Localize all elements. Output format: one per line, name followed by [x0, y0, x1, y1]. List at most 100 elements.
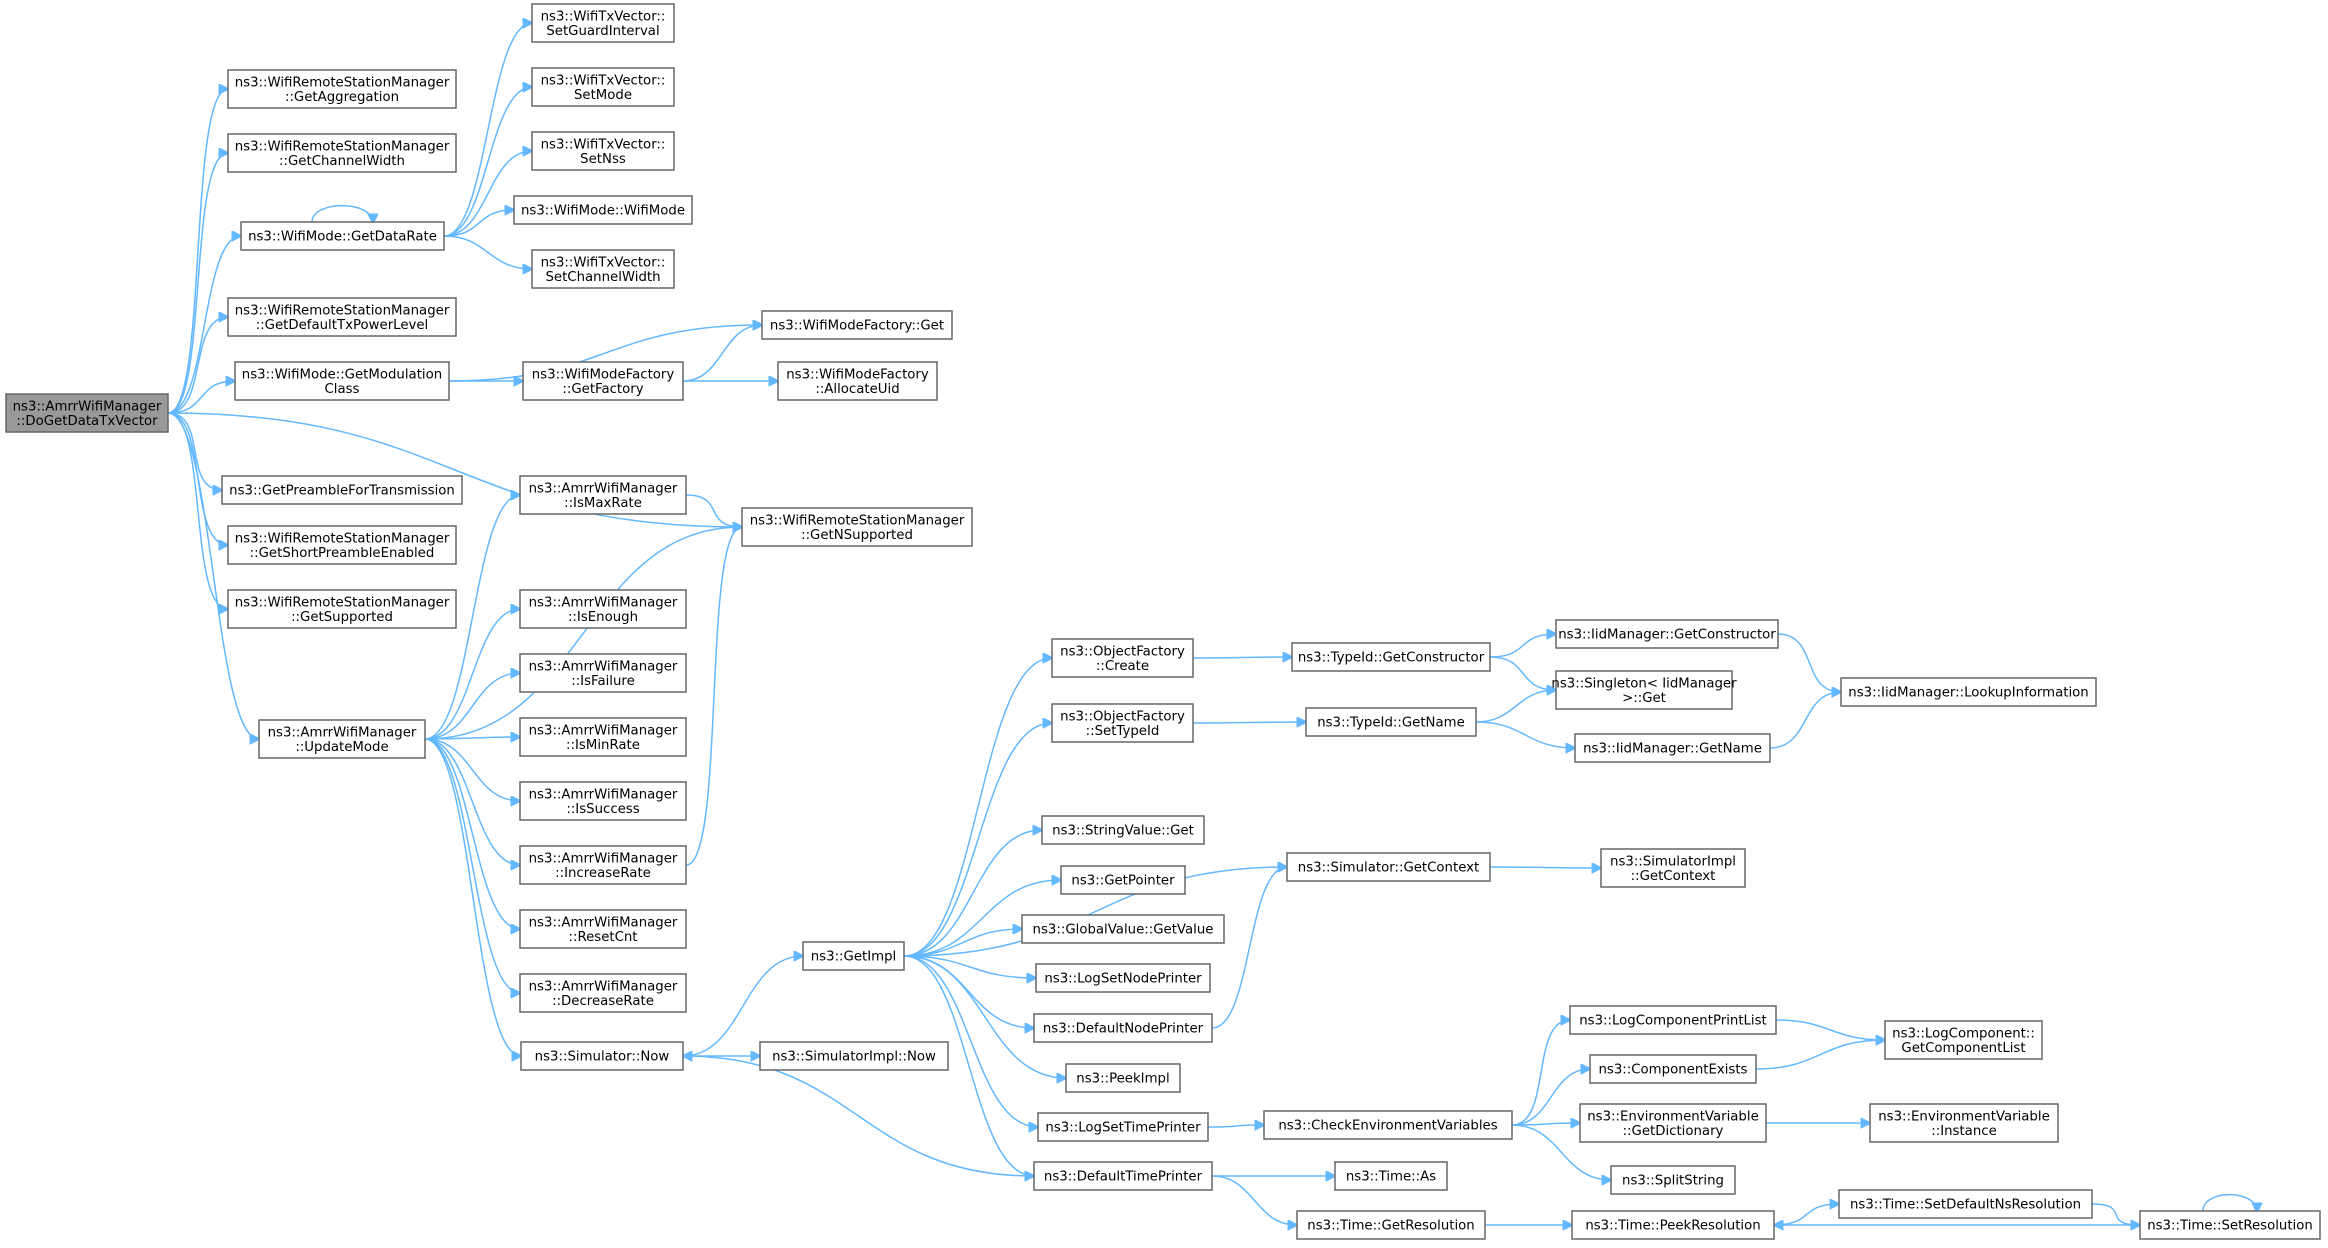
- node-isMinRate[interactable]: ns3::AmrrWifiManager::IsMinRate: [519, 717, 687, 757]
- node-label: ns3::Simulator::Now: [535, 1050, 670, 1065]
- node-wifiMode[interactable]: ns3::WifiMode::WifiMode: [513, 195, 693, 225]
- node-splitString[interactable]: ns3::SplitString: [1610, 1165, 1736, 1195]
- node-box: [1286, 852, 1491, 882]
- node-timeAs[interactable]: ns3::Time::As: [1334, 1161, 1448, 1191]
- node-label: ns3::SimulatorImpl: [1610, 854, 1736, 869]
- node-singletonGet[interactable]: ns3::Singleton< IidManager >::Get: [1551, 670, 1737, 710]
- node-setNss[interactable]: ns3::WifiTxVector::SetNss: [531, 131, 675, 171]
- edge-root-to-getModulationClass: [167, 381, 235, 414]
- node-label: ns3::Time::As: [1346, 1170, 1436, 1185]
- node-getNSupported[interactable]: ns3::WifiRemoteStationManager::GetNSuppo…: [741, 507, 973, 547]
- node-setGuardInterval[interactable]: ns3::WifiTxVector::SetGuardInterval: [531, 3, 675, 43]
- node-wmfGet[interactable]: ns3::WifiModeFactory::Get: [761, 310, 953, 340]
- node-timeSetResolution[interactable]: ns3::Time::SetResolution: [2139, 1210, 2321, 1240]
- node-label: ::GetDefaultTxPowerLevel: [256, 318, 429, 333]
- node-label: ns3::WifiRemoteStationManager: [235, 75, 450, 90]
- node-logSetTimePrinter[interactable]: ns3::LogSetTimePrinter: [1037, 1112, 1209, 1142]
- node-stringValueGet[interactable]: ns3::StringValue::Get: [1041, 815, 1205, 845]
- node-logComponentPrintList[interactable]: ns3::LogComponentPrintList: [1569, 1005, 1777, 1035]
- node-decreaseRate[interactable]: ns3::AmrrWifiManager::DecreaseRate: [519, 973, 687, 1013]
- node-typeIdGetConstructor[interactable]: ns3::TypeId::GetConstructor: [1291, 642, 1491, 672]
- node-defaultNodePrinter[interactable]: ns3::DefaultNodePrinter: [1033, 1013, 1213, 1043]
- node-box: [5, 393, 169, 433]
- node-ofSetTypeId[interactable]: ns3::ObjectFactory::SetTypeId: [1051, 703, 1194, 743]
- node-label: ns3::EnvironmentVariable: [1587, 1109, 1759, 1124]
- node-increaseRate[interactable]: ns3::AmrrWifiManager::IncreaseRate: [519, 845, 687, 885]
- node-globalValueGet[interactable]: ns3::GlobalValue::GetValue: [1021, 914, 1225, 944]
- node-box: [1884, 1020, 2043, 1060]
- node-envVarInstance[interactable]: ns3::EnvironmentVariable::Instance: [1869, 1103, 2059, 1143]
- node-box: [1838, 1189, 2093, 1219]
- node-logComponentGetList[interactable]: ns3::LogComponent::GetComponentList: [1884, 1020, 2043, 1060]
- node-isSuccess[interactable]: ns3::AmrrWifiManager::IsSuccess: [519, 781, 687, 821]
- node-label: ::SetTypeId: [1086, 724, 1160, 739]
- node-label: ns3::WifiRemoteStationManager: [235, 139, 450, 154]
- edge-updateMode-to-isSuccess: [424, 738, 520, 801]
- node-resetCnt[interactable]: ns3::AmrrWifiManager::ResetCnt: [519, 909, 687, 949]
- node-label: ::DoGetDataTxVector: [16, 414, 158, 429]
- node-setMode[interactable]: ns3::WifiTxVector::SetMode: [531, 67, 675, 107]
- node-getPointer[interactable]: ns3::GetPointer: [1060, 865, 1186, 895]
- node-peekImpl[interactable]: ns3::PeekImpl: [1065, 1063, 1181, 1093]
- node-getDataRate[interactable]: ns3::WifiMode::GetDataRate: [240, 221, 445, 251]
- node-label: ns3::WifiModeFactory::Get: [770, 319, 944, 334]
- node-iidLookupInformation[interactable]: ns3::IidManager::LookupInformation: [1840, 677, 2097, 707]
- node-updateMode[interactable]: ns3::AmrrWifiManager::UpdateMode: [258, 719, 426, 759]
- node-checkEnvVars[interactable]: ns3::CheckEnvironmentVariables: [1263, 1110, 1513, 1140]
- node-root[interactable]: ns3::AmrrWifiManager::DoGetDataTxVector: [5, 393, 169, 433]
- node-timeGetResolution[interactable]: ns3::Time::GetResolution: [1296, 1210, 1486, 1240]
- node-logSetNodePrinter[interactable]: ns3::LogSetNodePrinter: [1035, 963, 1211, 993]
- edge-getImpl-to-ofSetTypeId: [903, 723, 1052, 957]
- node-label: ::Create: [1096, 659, 1149, 674]
- node-wmfAllocateUid[interactable]: ns3::WifiModeFactory::AllocateUid: [777, 361, 938, 401]
- edge-updateMode-to-decreaseRate: [424, 738, 520, 993]
- node-getPreamble[interactable]: ns3::GetPreambleForTransmission: [221, 475, 463, 505]
- node-simImplGetContext[interactable]: ns3::SimulatorImpl::GetContext: [1600, 848, 1746, 888]
- node-label: ns3::ObjectFactory: [1060, 644, 1185, 659]
- node-label: ::GetShortPreambleEnabled: [250, 546, 435, 561]
- edge-root-to-getSupported: [167, 412, 228, 609]
- node-box: [1600, 848, 1746, 888]
- node-label: ns3::Simulator::GetContext: [1298, 861, 1479, 876]
- node-getShortPreamble[interactable]: ns3::WifiRemoteStationManager::GetShortP…: [227, 525, 457, 565]
- node-isMaxRate[interactable]: ns3::AmrrWifiManager::IsMaxRate: [519, 475, 687, 515]
- node-isEnough[interactable]: ns3::AmrrWifiManager::IsEnough: [519, 589, 687, 629]
- node-typeIdGetName[interactable]: ns3::TypeId::GetName: [1305, 707, 1477, 737]
- node-box: [227, 133, 457, 173]
- edge-getDataRate-to-wifiMode: [443, 210, 514, 237]
- node-label: ns3::WifiModeFactory: [786, 367, 929, 382]
- node-box: [1555, 619, 1779, 649]
- node-wmfGetFactory[interactable]: ns3::WifiModeFactory::GetFactory: [522, 361, 684, 401]
- edge-defaultTimePrinter-to-timeGetResolution: [1211, 1175, 1297, 1225]
- edge-timePeekResolution-to-timeSetDefaultNsResolution: [1773, 1204, 1839, 1226]
- node-envVarGetDictionary[interactable]: ns3::EnvironmentVariable::GetDictionary: [1579, 1103, 1767, 1143]
- node-setChannelWidth[interactable]: ns3::WifiTxVector::SetChannelWidth: [531, 249, 675, 289]
- edge-timeSetDefaultNsResolution-to-timeSetResolution: [2091, 1203, 2140, 1225]
- node-label: ns3::Time::SetResolution: [2147, 1219, 2313, 1234]
- edge-getImpl-to-simGetContext: [903, 867, 1287, 957]
- node-simImplNow[interactable]: ns3::SimulatorImpl::Now: [759, 1041, 949, 1071]
- node-defaultTimePrinter[interactable]: ns3::DefaultTimePrinter: [1033, 1161, 1213, 1191]
- node-getChannelWidth[interactable]: ns3::WifiRemoteStationManager::GetChanne…: [227, 133, 457, 173]
- node-timePeekResolution[interactable]: ns3::Time::PeekResolution: [1571, 1210, 1775, 1240]
- node-iidGetConstructor[interactable]: ns3::IidManager::GetConstructor: [1555, 619, 1779, 649]
- node-simGetContext[interactable]: ns3::Simulator::GetContext: [1286, 852, 1491, 882]
- node-getAggregation[interactable]: ns3::WifiRemoteStationManager::GetAggreg…: [227, 69, 457, 109]
- node-label: ns3::PeekImpl: [1076, 1072, 1169, 1087]
- node-box: [1555, 670, 1733, 710]
- edge-updateMode-to-isMaxRate: [424, 495, 520, 740]
- node-getDefaultTxPowerLevel[interactable]: ns3::WifiRemoteStationManager::GetDefaul…: [227, 297, 457, 337]
- node-simNow[interactable]: ns3::Simulator::Now: [520, 1041, 684, 1071]
- node-isFailure[interactable]: ns3::AmrrWifiManager::IsFailure: [519, 653, 687, 693]
- node-getImpl[interactable]: ns3::GetImpl: [802, 941, 905, 971]
- node-getSupported[interactable]: ns3::WifiRemoteStationManager::GetSuppor…: [227, 589, 457, 629]
- node-ofCreate[interactable]: ns3::ObjectFactory::Create: [1051, 638, 1194, 678]
- edge-root-to-getNSupported: [167, 412, 742, 527]
- node-componentExists[interactable]: ns3::ComponentExists: [1589, 1054, 1757, 1084]
- edge-getImpl-to-logSetNodePrinter: [903, 955, 1036, 978]
- edge-getImpl-to-defaultTimePrinter: [903, 955, 1034, 1176]
- node-timeSetDefaultNsResolution[interactable]: ns3::Time::SetDefaultNsResolution: [1838, 1189, 2093, 1219]
- node-iidGetName[interactable]: ns3::IidManager::GetName: [1574, 733, 1771, 763]
- node-label: ::GetNSupported: [801, 528, 913, 543]
